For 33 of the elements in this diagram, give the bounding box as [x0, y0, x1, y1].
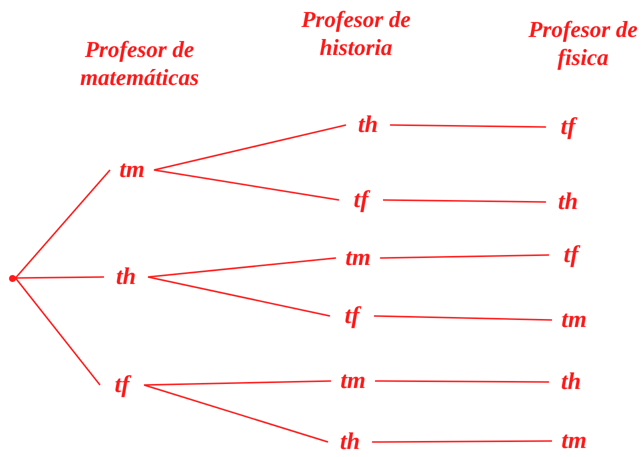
column-heading: Profesor de historia	[300, 6, 412, 62]
branch-line	[372, 440, 552, 443]
outcome-label: tf	[330, 301, 374, 331]
outcome-label: tm	[331, 366, 375, 396]
column-heading: Profesor de matemáticas	[79, 36, 200, 92]
outcome-label: th	[546, 187, 590, 217]
column-heading: Profesor de fisica	[527, 16, 639, 72]
branch-line	[154, 169, 340, 201]
branch-line	[14, 278, 101, 386]
outcome-label: th	[104, 262, 148, 292]
branch-line	[383, 199, 546, 203]
branch-line	[380, 254, 550, 259]
branch-line	[14, 170, 111, 278]
branch-line	[154, 124, 346, 171]
outcome-label: tm	[552, 305, 596, 335]
branch-line	[16, 276, 104, 279]
outcome-label: th	[549, 367, 593, 397]
outcome-label: th	[346, 110, 390, 140]
branch-line	[148, 257, 336, 278]
branch-line	[390, 124, 546, 128]
outcome-label: tm	[552, 426, 596, 456]
outcome-label: tf	[549, 240, 593, 270]
branch-line	[144, 380, 332, 386]
outcome-label: tf	[339, 185, 383, 215]
outcome-label: th	[328, 427, 372, 457]
branch-line	[374, 315, 552, 321]
outcome-label: tf	[100, 370, 144, 400]
outcome-label: tm	[336, 243, 380, 273]
outcome-label: tf	[546, 112, 590, 142]
branch-line	[144, 384, 328, 443]
branch-line	[375, 380, 549, 383]
branch-line	[148, 276, 330, 317]
outcome-label: tm	[110, 155, 154, 185]
